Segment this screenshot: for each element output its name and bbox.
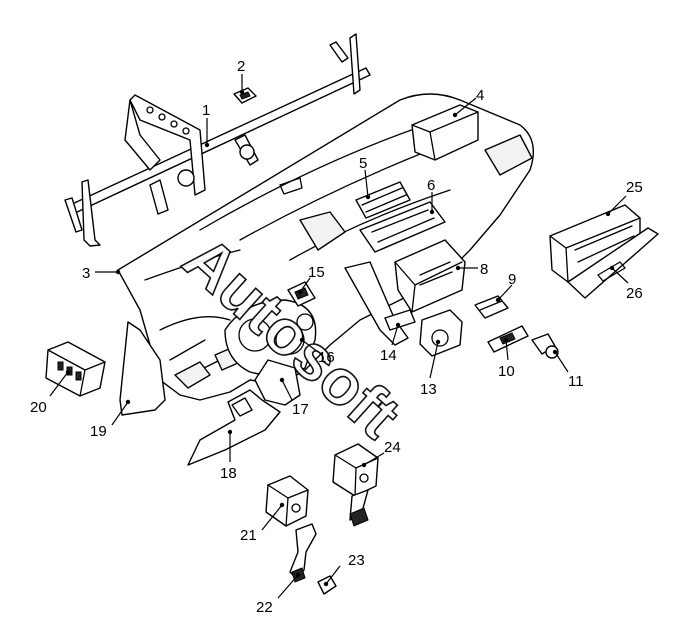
- callout-6: 6: [427, 177, 435, 194]
- callout-20: 20: [30, 399, 47, 416]
- callout-22: 22: [256, 599, 273, 616]
- callout-3: 3: [82, 265, 90, 282]
- fuse-box-part: [45, 341, 106, 397]
- connector-part-11: [531, 333, 559, 359]
- center-vent-part: [355, 181, 411, 219]
- callout-10: 10: [498, 363, 515, 380]
- callout-25: 25: [626, 179, 643, 196]
- callout-4: 4: [476, 87, 484, 104]
- bracket-part-22: [289, 523, 317, 583]
- callout-18: 18: [220, 465, 237, 482]
- callout-26: 26: [626, 285, 643, 302]
- side-panel-part: [119, 321, 166, 416]
- callout-16: 16: [318, 349, 335, 366]
- head-unit-part: [394, 239, 466, 313]
- callout-2: 2: [237, 58, 245, 75]
- callout-labels: 1 2 3 4 5 6 8 9 10 11 13 14 15 16 17 18 …: [30, 58, 643, 616]
- callout-23: 23: [348, 552, 365, 569]
- callout-19: 19: [90, 423, 107, 440]
- dashboard-panel-part: [117, 93, 534, 401]
- callout-15: 15: [308, 264, 325, 281]
- callout-1: 1: [202, 102, 210, 119]
- callout-14: 14: [380, 347, 397, 364]
- cross-car-beam-part: [64, 33, 371, 247]
- module-part-24: [332, 443, 379, 527]
- callout-21: 21: [240, 527, 257, 544]
- module-part-21: [265, 475, 309, 527]
- callout-24: 24: [384, 439, 401, 456]
- callout-8: 8: [480, 261, 488, 278]
- callout-9: 9: [508, 271, 516, 288]
- callout-17: 17: [292, 401, 309, 418]
- callout-11: 11: [568, 373, 584, 390]
- climate-control-part: [384, 309, 463, 357]
- switch-part-10: [487, 325, 529, 353]
- clip-part-2: [233, 87, 257, 104]
- callout-5: 5: [359, 155, 367, 172]
- passenger-airbag-part: [411, 104, 479, 161]
- center-bezel-part: [359, 201, 446, 253]
- callout-13: 13: [420, 381, 437, 398]
- instrument-cluster-part: [224, 299, 317, 376]
- leader-lines: [49, 74, 629, 599]
- switch-part-9: [474, 295, 509, 319]
